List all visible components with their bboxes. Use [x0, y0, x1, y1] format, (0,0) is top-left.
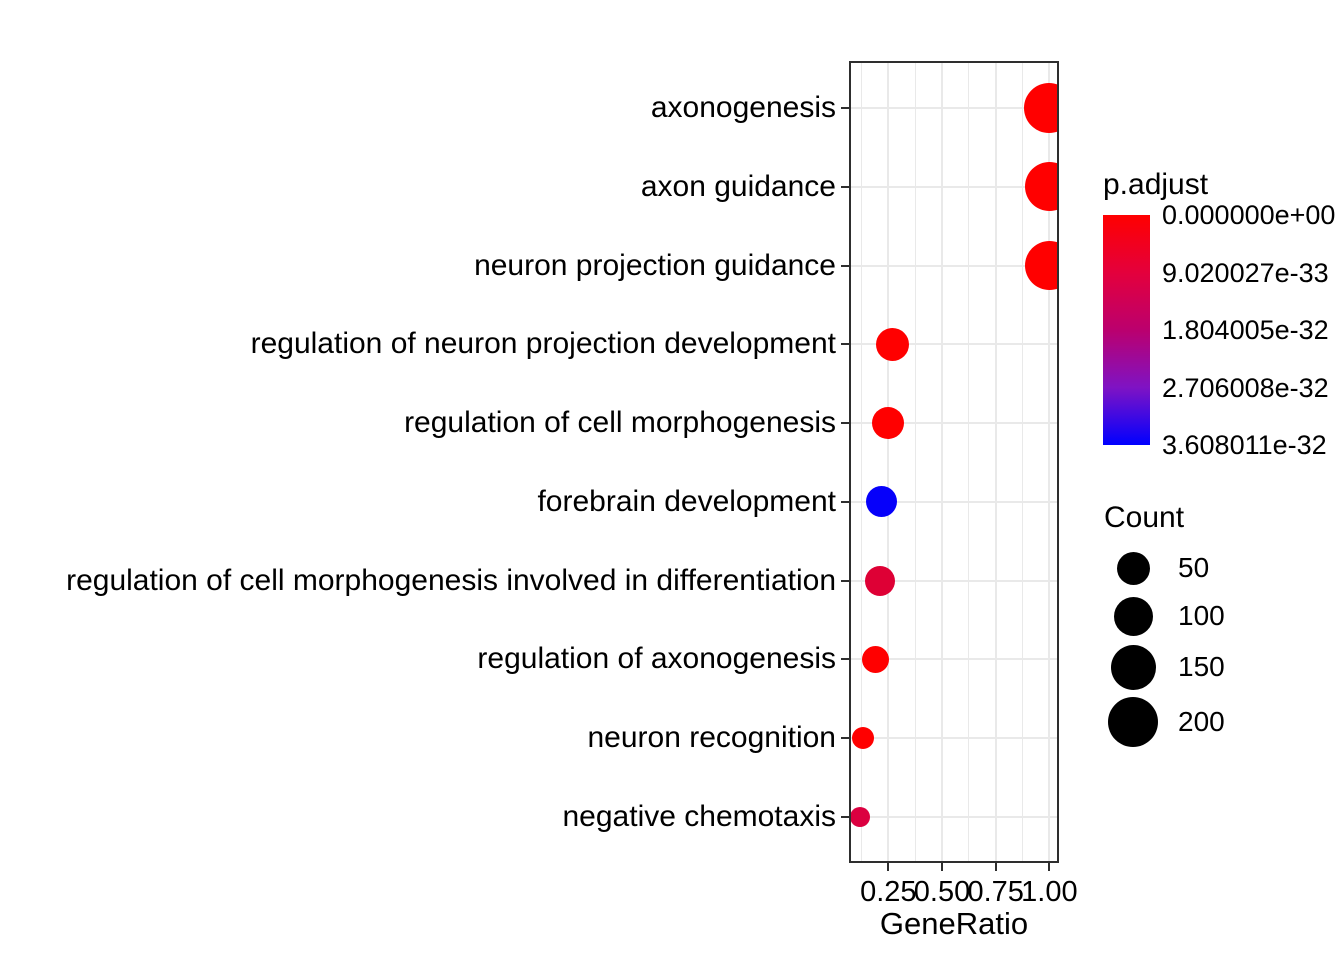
y-axis-label: regulation of axonogenesis	[477, 642, 836, 676]
colorbar-tick	[1139, 443, 1150, 447]
major-gridline-y	[849, 107, 1059, 109]
y-axis-label: regulation of neuron projection developm…	[250, 327, 836, 361]
count-legend-value: 100	[1178, 600, 1225, 631]
count-legend-title: Count	[1104, 501, 1185, 534]
y-axis-label: regulation of cell morphogenesis	[404, 406, 836, 440]
count-legend-value: 200	[1178, 706, 1225, 737]
x-axis-tick-label: 0.75	[967, 876, 1024, 908]
major-gridline-x	[887, 61, 890, 863]
major-gridline-x	[1048, 61, 1051, 863]
major-gridline-x	[941, 61, 943, 863]
x-axis-tick	[994, 863, 997, 871]
data-point	[861, 645, 889, 673]
major-gridline-y	[849, 185, 1059, 188]
data-point	[875, 327, 910, 361]
padjust-legend-value: 2.706008e-32	[1162, 372, 1329, 403]
padjust-legend-value: 9.020027e-33	[1162, 257, 1329, 288]
x-axis-tick-label: 0.50	[913, 876, 971, 908]
y-axis-tick	[841, 658, 849, 661]
y-axis-tick	[841, 579, 849, 582]
y-axis-tick	[841, 343, 849, 346]
data-point	[872, 406, 905, 440]
y-axis-label: axonogenesis	[650, 91, 836, 124]
count-legend-dot	[1113, 596, 1153, 636]
major-gridline-x	[994, 61, 997, 863]
minor-gridline-x	[914, 61, 916, 863]
x-axis-tick	[1048, 863, 1051, 871]
count-legend-dot	[1108, 697, 1158, 747]
y-axis-tick	[841, 500, 849, 503]
padjust-legend-value: 0.000000e+00	[1162, 200, 1336, 230]
x-axis-tick	[941, 863, 943, 871]
y-axis-label: neuron recognition	[587, 721, 836, 755]
data-point	[850, 806, 871, 827]
padjust-legend-title: p.adjust	[1103, 168, 1209, 201]
major-gridline-y	[849, 658, 1059, 661]
y-axis-label: negative chemotaxis	[562, 799, 837, 833]
major-gridline-y	[849, 343, 1059, 346]
y-axis-tick	[841, 185, 849, 188]
x-axis-title: GeneRatio	[879, 906, 1029, 941]
x-axis-tick-label: 0.25	[860, 876, 917, 908]
count-legend-dot	[1116, 551, 1150, 585]
data-point	[866, 486, 898, 518]
data-point	[851, 727, 874, 750]
y-axis-label: forebrain development	[537, 484, 836, 518]
y-axis-label: regulation of cell morphogenesis involve…	[66, 563, 836, 597]
data-point	[1024, 83, 1059, 133]
major-gridline-y	[849, 815, 1059, 818]
major-gridline-y	[849, 500, 1059, 503]
major-gridline-y	[849, 422, 1059, 425]
count-legend-dot	[1110, 644, 1156, 690]
count-legend-value: 150	[1178, 651, 1225, 682]
padjust-colorbar	[1103, 215, 1150, 445]
y-axis-tick	[841, 422, 849, 425]
minor-gridline-x	[968, 61, 970, 863]
minor-gridline-x	[860, 61, 862, 863]
major-gridline-y	[849, 264, 1059, 267]
count-legend-value: 50	[1178, 552, 1210, 583]
y-axis-label: axon guidance	[640, 169, 836, 203]
padjust-legend-value: 3.608011e-32	[1162, 430, 1327, 460]
data-point	[864, 565, 895, 596]
data-point	[1024, 162, 1059, 212]
minor-gridline-x	[1022, 61, 1024, 863]
y-axis-tick	[841, 264, 849, 267]
x-axis-tick	[887, 863, 890, 871]
plot-panel	[849, 61, 1059, 863]
data-point	[1024, 241, 1059, 291]
colorbar-tick	[1103, 443, 1114, 447]
y-axis-tick	[841, 107, 849, 109]
x-axis-tick-label: 1.00	[1021, 876, 1078, 908]
major-gridline-y	[849, 579, 1059, 582]
major-gridline-y	[849, 737, 1059, 740]
padjust-legend-value: 1.804005e-32	[1162, 315, 1329, 345]
y-axis-label: neuron projection guidance	[474, 248, 836, 282]
y-axis-tick	[841, 815, 849, 818]
y-axis-tick	[841, 737, 849, 740]
